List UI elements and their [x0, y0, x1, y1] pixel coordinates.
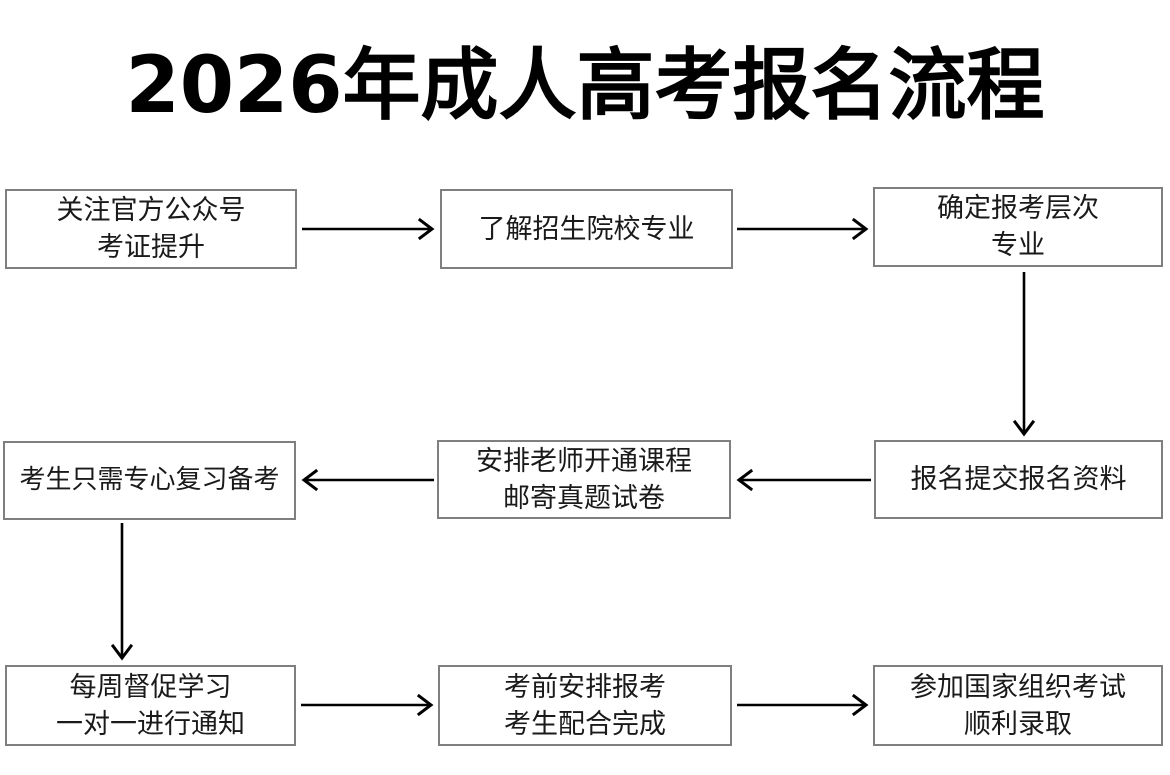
flow-node-line: 考前安排报考: [504, 671, 666, 703]
arrow-right-icon: [737, 216, 870, 242]
flow-node-line: 了解招生院校专业: [478, 213, 695, 245]
arrow-right-icon: [301, 692, 435, 718]
flow-node-line: 一对一进行通知: [56, 708, 245, 740]
flow-node-confirm-level-major[interactable]: 确定报考层次 专业: [873, 187, 1163, 267]
arrow-left-icon: [735, 467, 871, 493]
flow-node-national-exam-admission[interactable]: 参加国家组织考试 顺利录取: [873, 665, 1163, 746]
flow-node-follow-official-account[interactable]: 关注官方公众号 考证提升: [5, 189, 297, 269]
page-title: 2026年成人高考报名流程: [125, 41, 1045, 131]
flow-node-line: 参加国家组织考试: [910, 671, 1126, 703]
flow-node-pre-exam-registration[interactable]: 考前安排报考 考生配合完成: [438, 665, 732, 746]
arrow-down-icon: [1011, 272, 1037, 438]
flow-node-line: 邮寄真题试卷: [503, 482, 665, 514]
flow-node-weekly-study-supervision[interactable]: 每周督促学习 一对一进行通知: [5, 665, 296, 746]
flow-node-line: 安排老师开通课程: [476, 445, 692, 477]
flow-node-line: 关注官方公众号: [56, 195, 246, 226]
flow-node-line: 考证提升: [97, 232, 205, 263]
flow-node-learn-schools-majors[interactable]: 了解招生院校专业: [440, 189, 733, 269]
flow-node-line: 考生只需专心复习备考: [19, 465, 280, 495]
arrow-left-icon: [300, 467, 434, 493]
flow-node-line: 报名提交报名资料: [910, 464, 1127, 495]
arrow-down-icon: [109, 523, 135, 662]
flow-node-line: 每周督促学习: [69, 671, 232, 703]
flow-node-line: 顺利录取: [964, 708, 1072, 740]
flow-node-teacher-opens-course[interactable]: 安排老师开通课程 邮寄真题试卷: [437, 440, 731, 519]
flow-node-submit-application-materials[interactable]: 报名提交报名资料: [874, 440, 1163, 519]
arrow-right-icon: [737, 692, 870, 718]
flow-node-line: 专业: [991, 230, 1045, 261]
flow-node-student-focus-review[interactable]: 考生只需专心复习备考: [3, 441, 296, 520]
flow-node-line: 考生配合完成: [504, 708, 666, 740]
flow-node-line: 确定报考层次: [937, 193, 1099, 224]
arrow-right-icon: [302, 216, 436, 242]
